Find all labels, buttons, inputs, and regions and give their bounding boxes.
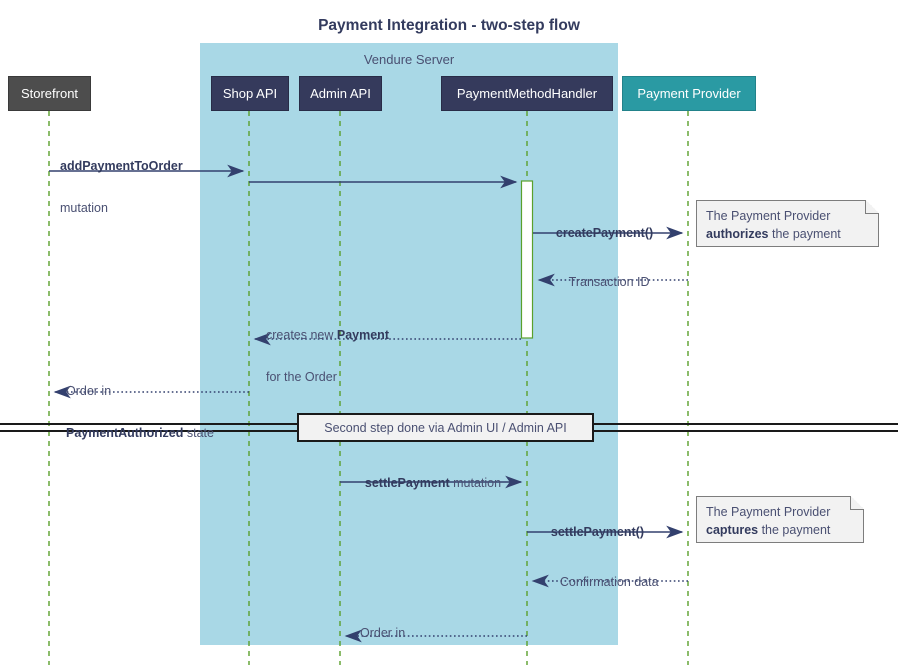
participant-payment-provider[interactable]: Payment Provider	[622, 76, 756, 111]
message-label-order-payment-authorized-l2-rest: state	[183, 426, 214, 440]
group-box-vendure-server	[200, 43, 618, 645]
message-label-create-payment: createPayment()	[542, 212, 653, 254]
divider-rules	[0, 423, 898, 432]
participant-storefront[interactable]: Storefront	[8, 76, 91, 111]
note-captures-line2-rest: the payment	[758, 523, 831, 538]
participant-shop-api[interactable]: Shop API	[211, 76, 289, 111]
message-label-confirmation-data: Confirmation data	[546, 561, 659, 603]
participant-shop-api-label: Shop API	[222, 86, 278, 101]
participant-storefront-label: Storefront	[20, 86, 79, 101]
message-label-confirmation-data-text: Confirmation data	[559, 575, 659, 589]
message-label-create-payment-bold: createPayment()	[555, 226, 654, 240]
note-fold-corner-icon	[850, 496, 864, 510]
message-label-transaction-id: Transaction ID	[555, 261, 650, 303]
divider-second-step-label: Second step done via Admin UI / Admin AP…	[324, 420, 567, 435]
divider-second-step: Second step done via Admin UI / Admin AP…	[297, 413, 594, 442]
activation-bar-payment-method-handler	[520, 180, 534, 339]
participant-payment-method-handler-label: PaymentMethodHandler	[456, 86, 598, 101]
note-authorizes-line1: The Payment Provider	[706, 209, 831, 223]
message-label-order-payment-settled: Order in PaymentSettled state	[360, 598, 484, 665]
message-label-creates-new-payment: creates new Payment for the Order	[266, 300, 389, 412]
message-label-add-payment-to-order: addPaymentToOrder mutation	[60, 131, 183, 243]
message-label-transaction-id-text: Transaction ID	[568, 275, 650, 289]
message-label-add-payment-to-order-bold: addPaymentToOrder	[60, 159, 183, 173]
participant-admin-api[interactable]: Admin API	[299, 76, 382, 111]
note-authorizes: The Payment Provider authorizes the paym…	[696, 200, 879, 247]
message-label-order-payment-authorized-l1: Order in	[66, 384, 112, 398]
participant-payment-method-handler[interactable]: PaymentMethodHandler	[441, 76, 613, 111]
participant-admin-api-label: Admin API	[310, 86, 371, 101]
note-fold-corner-icon	[865, 200, 879, 214]
participant-payment-provider-label: Payment Provider	[637, 86, 741, 101]
group-label-vendure-server: Vendure Server	[363, 52, 455, 67]
message-label-order-payment-authorized-l2-bold: PaymentAuthorized	[66, 426, 184, 440]
message-label-settle-payment-mutation-bold: settlePayment	[364, 476, 450, 490]
message-label-settle-payment-call-bold: settlePayment()	[550, 525, 644, 539]
message-arrows	[49, 164, 688, 643]
message-label-order-payment-authorized: Order in PaymentAuthorized state	[66, 356, 214, 468]
message-label-creates-new-payment-l2: for the Order	[266, 370, 337, 384]
message-label-settle-payment-mutation: settlePayment mutation	[351, 462, 501, 504]
message-label-settle-payment-call: settlePayment()	[537, 511, 644, 553]
note-captures-line1: The Payment Provider	[706, 505, 831, 519]
message-label-settle-payment-mutation-rest: mutation	[449, 476, 502, 490]
message-label-creates-new-payment-l1-rest: creates new	[266, 328, 337, 342]
message-label-order-payment-settled-l1: Order in	[360, 626, 406, 640]
message-label-creates-new-payment-l1-bold: Payment	[336, 328, 389, 342]
page-title: Payment Integration - two-step flow	[318, 17, 580, 34]
note-captures-line2-bold: captures	[706, 523, 759, 538]
note-authorizes-line2-rest: the payment	[768, 227, 841, 242]
note-authorizes-line2-bold: authorizes	[706, 227, 769, 242]
note-captures: The Payment Provider captures the paymen…	[696, 496, 864, 543]
message-label-add-payment-to-order-rest: mutation	[60, 201, 108, 215]
